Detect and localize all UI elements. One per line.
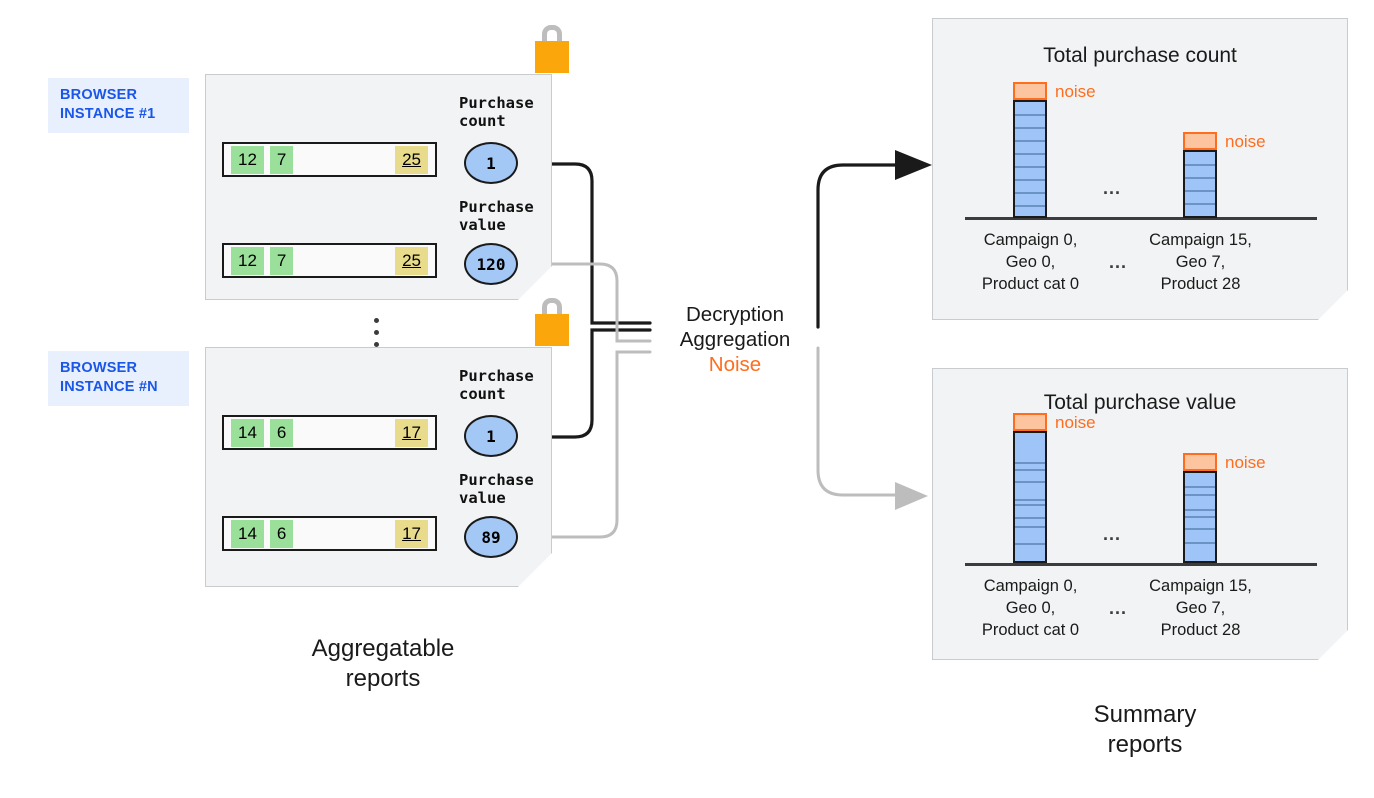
padlock-icon — [535, 25, 569, 75]
metric-badge-purchase-count: 1 — [464, 415, 518, 457]
browser-instance-n-tag: BROWSER INSTANCE #N — [48, 351, 189, 406]
bar-campaign-0 — [1013, 100, 1047, 218]
report-cell-value: 25 — [395, 246, 428, 275]
chart-labels-ellipsis: ... — [1109, 598, 1128, 618]
noise-label: noise — [1225, 453, 1266, 472]
report-cell-geo: 6 — [269, 418, 294, 447]
process-line-decryption: Decryption — [686, 303, 784, 326]
bar-campaign-15 — [1183, 471, 1217, 563]
report-row: 12 7 25 — [222, 142, 437, 177]
chart-labels-ellipsis: ... — [1109, 252, 1128, 272]
report-cell-value: 25 — [395, 145, 428, 174]
chart-category-label: Campaign 15, Geo 7, Product 28 — [1149, 231, 1252, 293]
report-cell-value: 17 — [395, 519, 428, 548]
browser-instance-1-tag: BROWSER INSTANCE #1 — [48, 78, 189, 133]
noise-cap-campaign-15 — [1183, 453, 1217, 471]
chart-title-purchase-value: Total purchase value — [1043, 391, 1237, 414]
noise-cap-campaign-0 — [1013, 82, 1047, 100]
chart-category-label: Campaign 0, Geo 0, Product cat 0 — [981, 577, 1080, 639]
chart-baseline — [965, 563, 1317, 566]
noise-cap-campaign-15 — [1183, 132, 1217, 150]
padlock-icon — [535, 298, 569, 348]
report-cell-campaign: 14 — [231, 418, 264, 447]
noise-label: noise — [1055, 413, 1096, 432]
bar-campaign-15 — [1183, 150, 1217, 218]
summary-panel-purchase-count: Total purchase count noise noise ... Cam… — [932, 18, 1348, 320]
caption-aggregatable-reports: Aggregatable reports — [311, 635, 455, 692]
process-line-noise: Noise — [708, 353, 762, 376]
chart-category-label: Campaign 0, Geo 0, Product cat 0 — [981, 231, 1080, 293]
report-cell-geo: 6 — [269, 519, 294, 548]
chart-category-label: Campaign 15, Geo 7, Product 28 — [1149, 577, 1252, 639]
process-label: Decryption Aggregation Noise — [650, 302, 820, 377]
report-row: 12 7 25 — [222, 243, 437, 278]
summary-panel-purchase-value: Total purchase value noise noise ... Cam… — [932, 368, 1348, 660]
report-row: 14 6 17 — [222, 415, 437, 450]
caption-summary-reports: Summary reports — [1093, 701, 1197, 758]
metric-badge-purchase-value: 89 — [464, 516, 518, 558]
report-row: 14 6 17 — [222, 516, 437, 551]
report-cell-campaign: 12 — [231, 145, 264, 174]
report-cell-geo: 7 — [269, 246, 294, 275]
metric-label-purchase-count: Purchase count — [459, 367, 534, 403]
chart-title-purchase-count: Total purchase count — [1043, 44, 1237, 67]
report-cell-geo: 7 — [269, 145, 294, 174]
metric-label-purchase-value: Purchase value — [459, 471, 534, 507]
report-cell-campaign: 14 — [231, 519, 264, 548]
noise-label: noise — [1055, 82, 1096, 101]
report-cell-value: 17 — [395, 418, 428, 447]
metric-badge-purchase-value: 120 — [464, 243, 518, 285]
noise-label: noise — [1225, 132, 1266, 151]
chart-baseline — [965, 217, 1317, 220]
metric-badge-purchase-count: 1 — [464, 142, 518, 184]
chart-bars-ellipsis: ... — [1103, 524, 1122, 544]
report-cell-campaign: 12 — [231, 246, 264, 275]
metric-label-purchase-count: Purchase count — [459, 94, 534, 130]
metric-label-purchase-value: Purchase value — [459, 198, 534, 234]
noise-cap-campaign-0 — [1013, 413, 1047, 431]
instances-vertical-ellipsis — [374, 318, 379, 354]
chart-bars-ellipsis: ... — [1103, 178, 1122, 198]
process-line-aggregation: Aggregation — [679, 328, 791, 351]
bar-campaign-0 — [1013, 431, 1047, 563]
